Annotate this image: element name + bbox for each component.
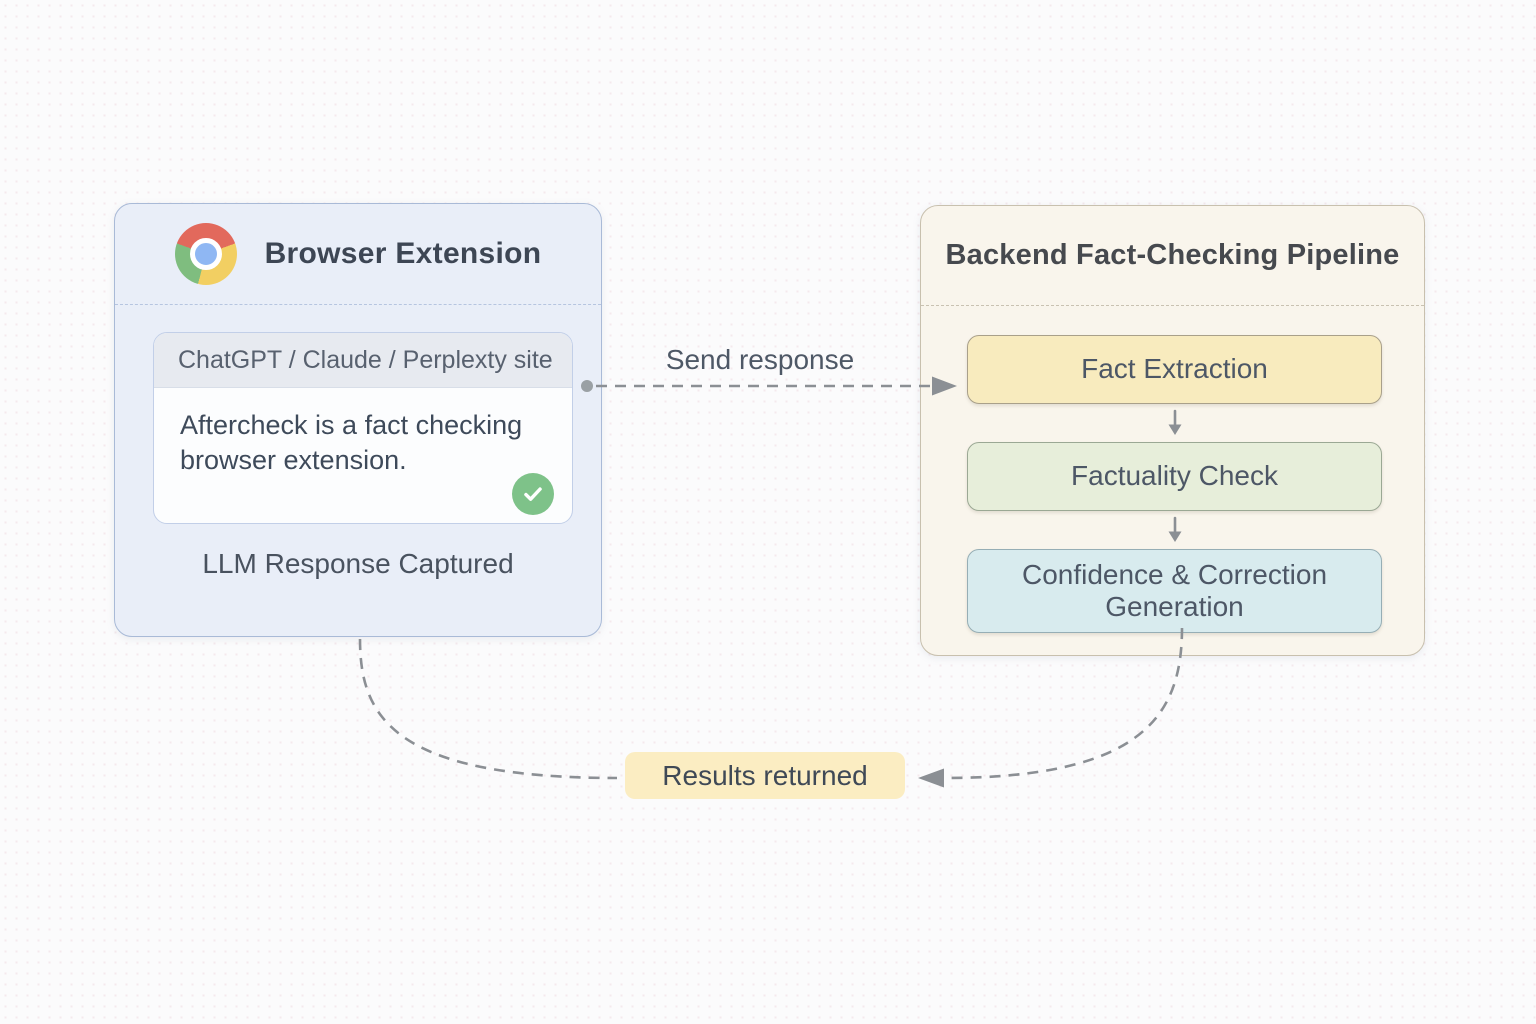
llm-site-card-header-label: ChatGPT / Claude / Perplexty site xyxy=(178,345,553,374)
down-arrow-icon xyxy=(967,511,1382,549)
pipeline-step-label: Fact Extraction xyxy=(1081,353,1268,385)
browser-extension-title: Browser Extension xyxy=(264,237,542,270)
llm-site-card: ChatGPT / Claude / Perplexty site Afterc… xyxy=(153,332,573,524)
pipeline-step-factuality-check: Factuality Check xyxy=(967,442,1382,511)
pipeline-step-label: Confidence & Correction Generation xyxy=(1021,558,1328,622)
extension-to-results-connector xyxy=(358,638,618,780)
chrome-icon xyxy=(174,223,237,285)
send-response-connector xyxy=(581,376,957,396)
pipeline-step-label: Factuality Check xyxy=(1071,460,1278,492)
send-response-label: Send response xyxy=(665,344,855,375)
down-arrow-icon xyxy=(1168,409,1181,435)
browser-extension-header: Browser Extension xyxy=(115,204,601,305)
backend-pipeline-panel: Backend Fact-Checking Pipeline Fact Extr… xyxy=(920,205,1425,656)
pipeline-step-fact-extraction: Fact Extraction xyxy=(967,335,1382,404)
down-arrow-icon xyxy=(967,404,1382,442)
llm-response-text: Aftercheck is a fact checking browser ex… xyxy=(180,410,523,476)
arrow-left-icon xyxy=(918,768,944,788)
llm-response-captured-caption: LLM Response Captured xyxy=(202,548,514,579)
backend-pipeline-title: Backend Fact-Checking Pipeline xyxy=(921,206,1424,306)
pipeline-steps: Fact Extraction Factuality Check Confide… xyxy=(921,306,1424,633)
browser-extension-panel: Browser Extension ChatGPT / Claude / Per… xyxy=(114,203,602,637)
down-arrow-icon xyxy=(1168,516,1181,542)
llm-site-card-header: ChatGPT / Claude / Perplexty site xyxy=(154,333,572,388)
chrome-icon-center xyxy=(189,238,222,270)
results-returned-badge: Results returned xyxy=(625,752,905,799)
pipeline-step-confidence-correction: Confidence & Correction Generation xyxy=(967,549,1382,633)
results-returned-label: Results returned xyxy=(662,759,868,791)
check-icon xyxy=(524,487,542,501)
check-circle-icon xyxy=(512,473,554,515)
